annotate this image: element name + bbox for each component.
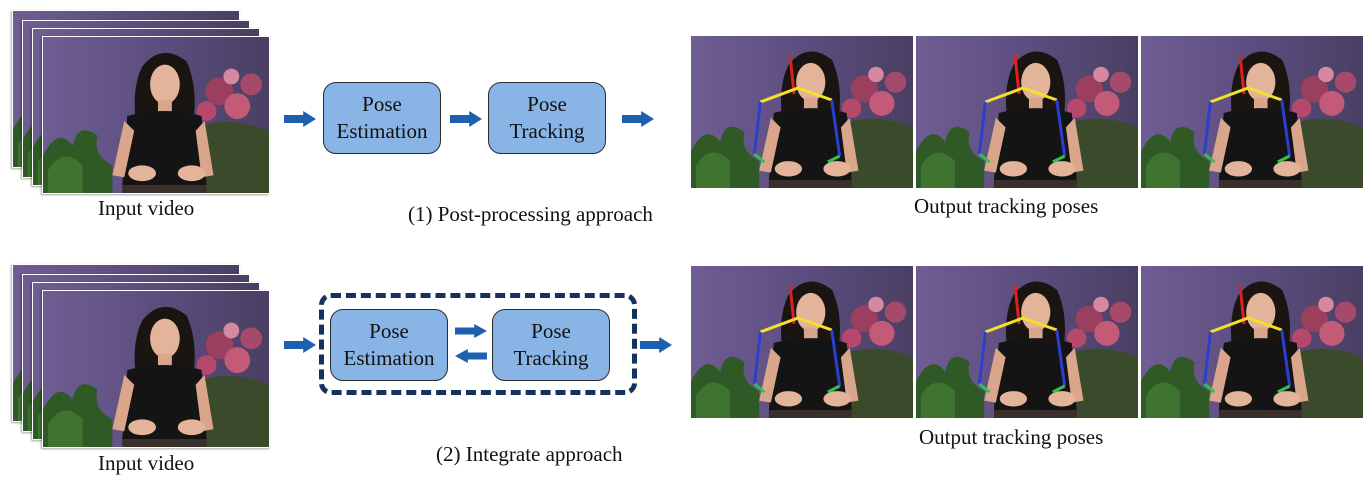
input-video-stack-2 — [12, 264, 272, 452]
box-label-line2: Tracking — [513, 346, 589, 370]
arrow-right-icon — [284, 111, 316, 127]
output-frame — [691, 36, 913, 188]
output-frame — [691, 266, 913, 418]
pose-tracking-box: Pose Tracking — [492, 309, 610, 381]
video-frame — [42, 290, 270, 448]
arrow-right-icon — [284, 337, 316, 353]
pose-tracking-box: Pose Tracking — [488, 82, 606, 154]
arrow-right-icon — [622, 111, 654, 127]
input-video-stack-1 — [12, 10, 272, 195]
output-label: Output tracking poses — [919, 425, 1104, 449]
output-frame — [916, 36, 1138, 188]
pose-estimation-box: Pose Estimation — [323, 82, 441, 154]
integrated-dashed-frame — [319, 293, 637, 395]
output-frame — [916, 266, 1138, 418]
arrow-right-icon — [640, 337, 672, 353]
output-poses-strip-2 — [691, 266, 1363, 418]
box-label-line1: Pose — [362, 92, 402, 116]
box-label-line1: Pose — [369, 319, 409, 343]
approach-label: (1) Post-processing approach — [408, 202, 653, 226]
input-video-label: Input video — [98, 196, 195, 220]
output-poses-strip-1 — [691, 36, 1363, 188]
box-label-line1: Pose — [527, 92, 567, 116]
arrow-right-icon — [455, 324, 487, 338]
arrow-right-icon — [450, 111, 482, 127]
box-label-line1: Pose — [531, 319, 571, 343]
input-video-label: Input video — [98, 451, 195, 475]
box-label-line2: Estimation — [336, 119, 428, 143]
output-label: Output tracking poses — [914, 194, 1099, 218]
output-frame — [1141, 36, 1363, 188]
output-frame — [1141, 266, 1363, 418]
box-label-line2: Tracking — [509, 119, 585, 143]
box-label-line2: Estimation — [343, 346, 435, 370]
approach-label: (2) Integrate approach — [436, 442, 623, 466]
video-frame — [42, 36, 270, 194]
arrow-left-icon — [455, 349, 487, 363]
pose-estimation-box: Pose Estimation — [330, 309, 448, 381]
